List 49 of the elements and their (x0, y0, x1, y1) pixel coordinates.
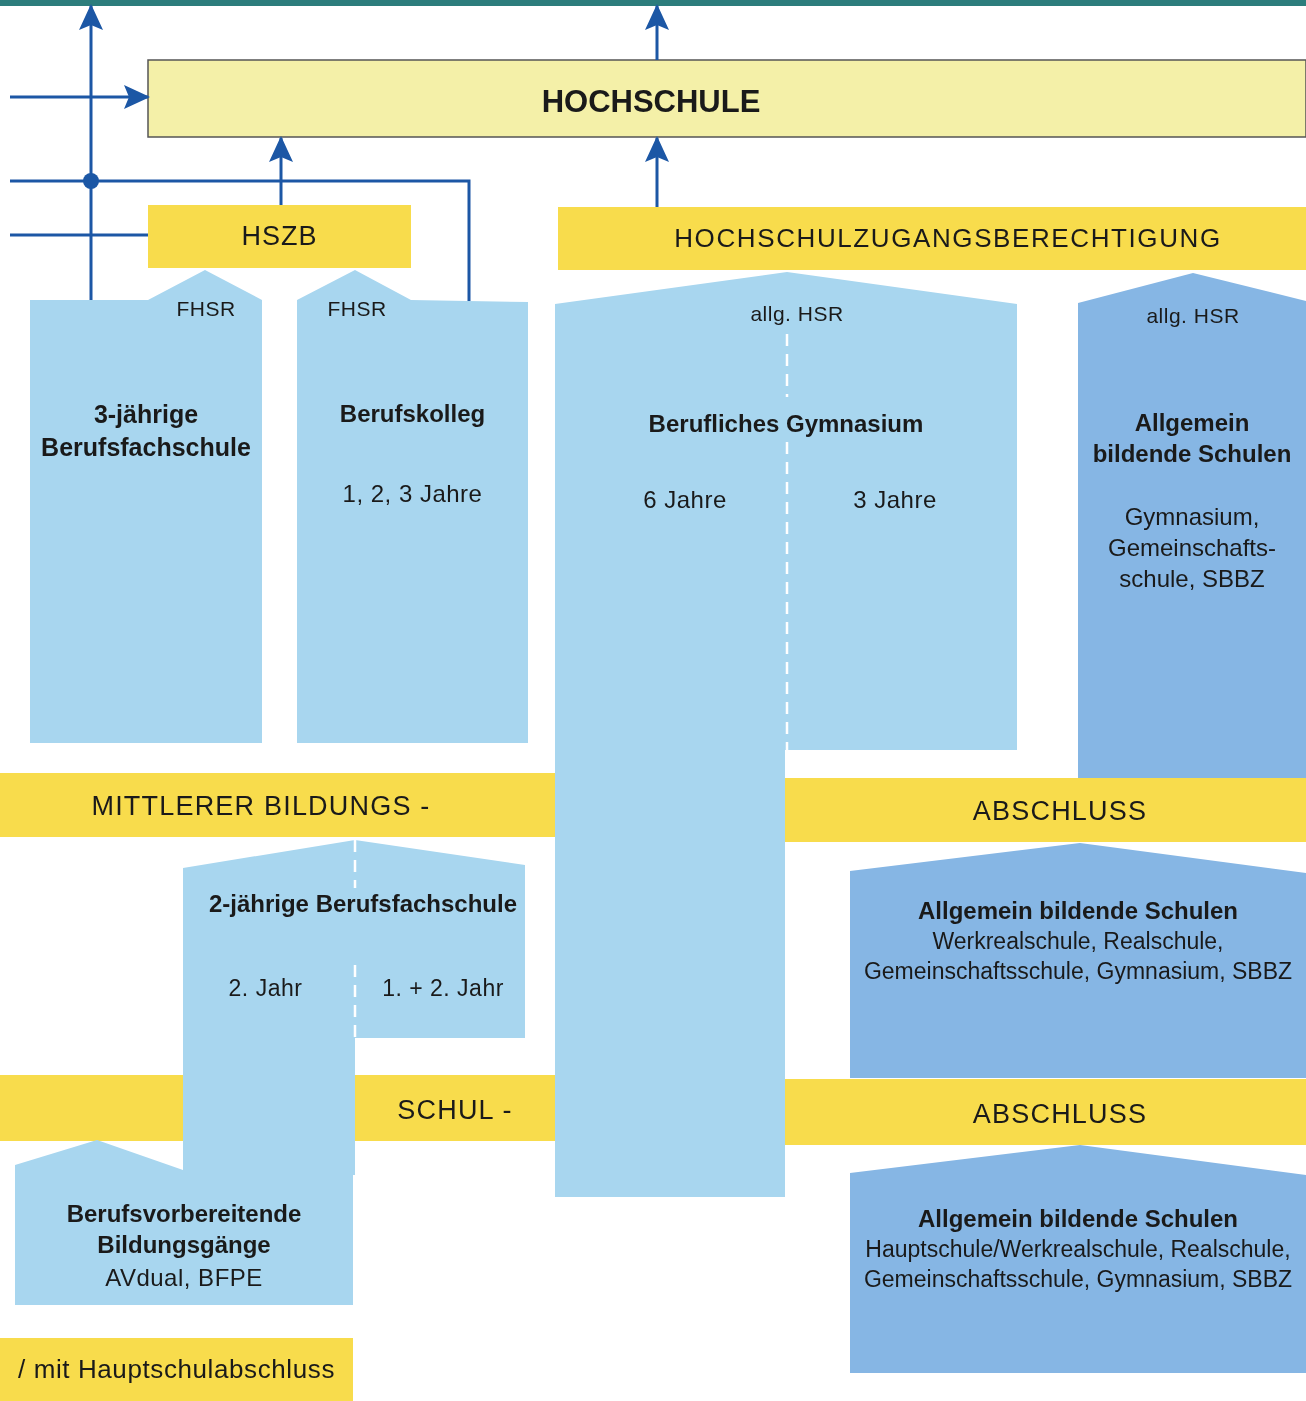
connector-line (10, 179, 471, 301)
school-type-shape (297, 270, 528, 743)
school-name: Allgemein bildende Schulen (1091, 408, 1293, 470)
qualification-band (0, 1338, 353, 1401)
duration-label: 1. + 2. Jahr (381, 974, 505, 1003)
qualification-band (785, 778, 1306, 842)
qualification-label: SCHUL - (396, 1094, 514, 1127)
qualification-label: FHSR (326, 296, 388, 322)
level-heading: HOCHSCHULE (540, 83, 762, 121)
qualification-label: / mit Hauptschulabschluss (17, 1353, 336, 1386)
arrow (645, 4, 669, 60)
qualification-label: ABSCHLUSS (971, 795, 1149, 828)
qualification-band (785, 1079, 1306, 1145)
school-type-shape (1078, 273, 1306, 778)
qualification-label: ABSCHLUSS (971, 1098, 1149, 1131)
school-list: Gymnasium, Gemeinschafts-schule, SBBZ (1082, 501, 1302, 595)
qualification-label: HSZB (240, 220, 319, 253)
duration-label: 3 Jahre (852, 485, 938, 515)
school-name: Berufliches Gymnasium (647, 409, 925, 439)
school-type-shape (15, 1140, 353, 1305)
connector-line (10, 233, 148, 237)
qualification-label: FHSR (175, 296, 237, 322)
school-type-shape (850, 843, 1306, 1078)
school-name: Berufsvorbereitende Bildungsgänge (65, 1199, 303, 1261)
school-list: Hauptschule/Werkrealschule, Realschule, Gemeinschaftsschule, Gymnasium, SBBZ (854, 1235, 1302, 1295)
arrow (269, 136, 293, 205)
school-type-shape (30, 270, 262, 743)
duration-label: 2. Jahr (227, 974, 304, 1003)
qualification-band (148, 205, 411, 268)
qualification-label: MITTLERER BILDUNGS - (90, 790, 432, 823)
duration-label: 6 Jahre (642, 485, 728, 515)
qualification-band (0, 773, 555, 837)
school-list: Werkrealschule, Realschule, Gemeinschaftsschule, Gymnasium, SBBZ (860, 927, 1296, 987)
qualification-label: allg. HSR (1145, 303, 1241, 329)
qualification-label: allg. HSR (749, 301, 845, 327)
school-name: 2-jährige Berufsfachschule (207, 889, 519, 919)
school-name: Allgemein bildende Schulen (916, 1204, 1240, 1234)
qualification-band (558, 207, 1306, 270)
school-name: Allgemein bildende Schulen (916, 896, 1240, 926)
school-name: Berufskolleg (338, 399, 487, 429)
arrow (645, 136, 669, 207)
duration-label: 1, 2, 3 Jahre (341, 479, 484, 509)
qualification-label: HOCHSCHULZUGANGSBERECHTIGUNG (673, 222, 1223, 255)
school-name: 3-jährige Berufsfachschule (40, 399, 252, 463)
university-box (148, 60, 1306, 137)
arrow (79, 4, 103, 300)
arrow (10, 85, 150, 109)
school-type-shape (850, 1145, 1306, 1373)
school-list: AVdual, BFPE (15, 1262, 353, 1294)
